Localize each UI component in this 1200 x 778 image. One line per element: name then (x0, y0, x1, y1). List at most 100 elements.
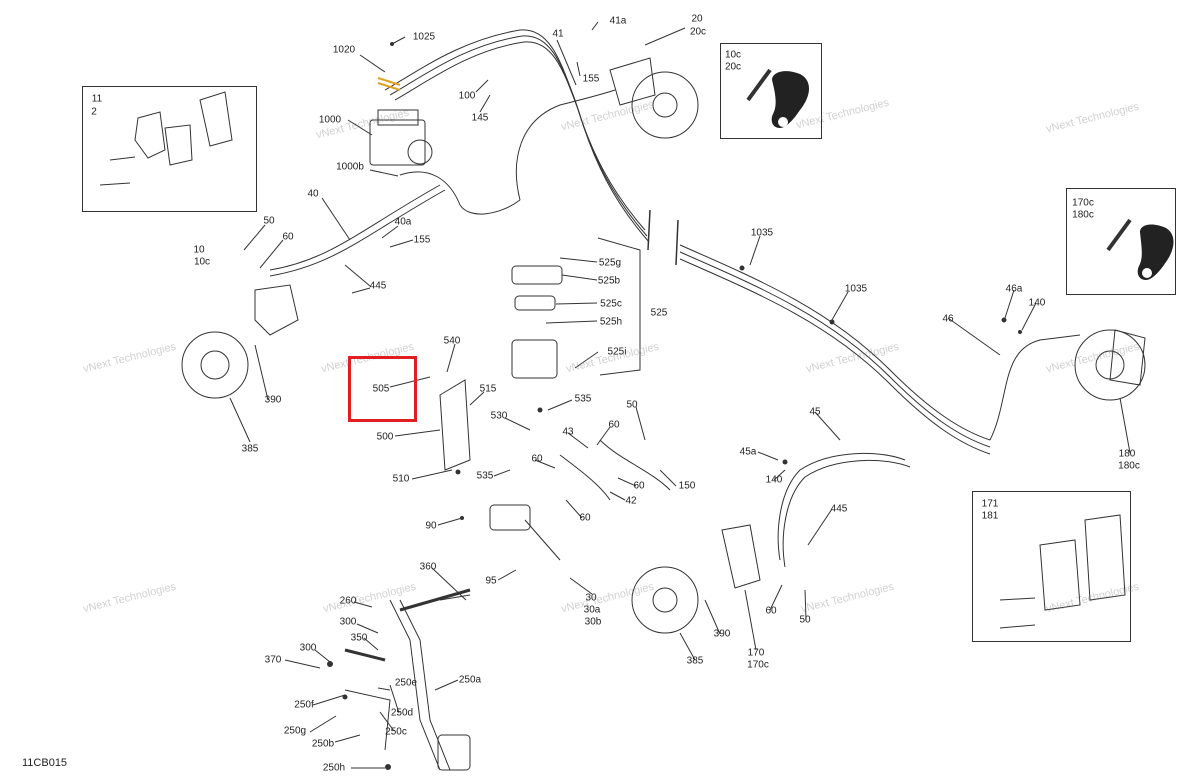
pedal-arm (389, 599, 441, 771)
inset-label: 2 (91, 106, 97, 118)
brake-line-rear (679, 244, 991, 441)
inset-pads-front (82, 86, 257, 212)
part-label: 60 (579, 512, 591, 524)
part-label: 155 (582, 73, 600, 85)
part-label: 250a (458, 674, 482, 686)
inset-label: 180c (1072, 209, 1094, 221)
part-label: 250d (390, 707, 414, 719)
part-label: 1025 (412, 31, 436, 43)
disc-top-right (631, 71, 699, 139)
part-label: 300 (299, 642, 317, 654)
part-label: 10c (193, 256, 211, 268)
part-label: 1000 (318, 114, 342, 126)
part-label: 525b (597, 275, 621, 287)
part-label: 42 (625, 495, 637, 507)
part-label: 60 (633, 480, 645, 492)
part-label: 445 (830, 503, 848, 515)
brake-line-40 (269, 184, 441, 271)
part-label: 30 (585, 592, 597, 604)
part-label: 10 (193, 244, 205, 256)
part-label: 530 (490, 410, 508, 422)
part-label: 45a (739, 446, 757, 458)
inset-bleeder-rear (1066, 188, 1176, 295)
part-label: 40 (307, 188, 319, 200)
part-label: 1000b (336, 161, 364, 173)
part-label: 46 (942, 313, 954, 325)
disc-385-left (181, 331, 249, 399)
inset-pads-rear (972, 491, 1131, 642)
hose-150 (599, 439, 671, 491)
part-label: 50 (799, 614, 811, 626)
part-label: 140 (1028, 297, 1046, 309)
part-label: 250b (311, 738, 335, 750)
part-label: 540 (443, 335, 461, 347)
part-label: 20c (689, 26, 707, 38)
part-label: 350 (350, 632, 368, 644)
part-label: 30b (584, 616, 602, 628)
inset-label: 181 (981, 510, 999, 522)
brake-line-45 (777, 453, 906, 561)
part-label: 525 (650, 307, 668, 319)
part-label: 1020 (332, 44, 356, 56)
inset-label: 170c (1072, 197, 1094, 209)
part-label: 43 (562, 426, 574, 438)
part-label: 505 (372, 383, 390, 395)
part-label: 250g (283, 725, 307, 737)
part-label: 535 (476, 470, 494, 482)
part-label: 515 (479, 383, 497, 395)
part-label: 510 (392, 473, 410, 485)
part-label: 150 (678, 480, 696, 492)
master-cylinder (489, 504, 531, 531)
caliper-170 (721, 524, 761, 589)
part-label: 360 (419, 561, 437, 573)
part-label: 180 (1118, 448, 1136, 460)
inset-label: 20c (724, 61, 742, 73)
part-label: 250f (294, 699, 314, 711)
part-label: 500 (376, 431, 394, 443)
part-label: 50 (626, 399, 638, 411)
part-label: 170 (747, 647, 765, 659)
brake-line-top (384, 29, 646, 231)
part-label: 41 (552, 28, 564, 40)
part-label: 140 (765, 474, 783, 486)
part-label: 90 (425, 520, 437, 532)
part-label: 385 (686, 655, 704, 667)
inset-bleeder-front (720, 43, 822, 139)
caliper-180 (1109, 329, 1146, 386)
inset-label: 11 (91, 93, 103, 105)
brake-line-46 (989, 334, 1081, 441)
diagram-code: 11CB015 (22, 757, 68, 769)
inset-label: 10c (724, 49, 742, 61)
part-label: 300 (339, 616, 357, 628)
part-label: 525i (607, 346, 627, 358)
part-label: 445 (369, 280, 387, 292)
part-label: 390 (264, 394, 282, 406)
part-label: 155 (413, 234, 431, 246)
part-label: 100 (458, 90, 476, 102)
part-label: 250e (394, 677, 418, 689)
part-label: 41a (609, 15, 627, 27)
part-label: 30a (583, 604, 601, 616)
pedal-pad (437, 734, 471, 771)
part-label: 535 (574, 393, 592, 405)
part-label: 525c (600, 298, 622, 310)
part-label: 95 (485, 575, 497, 587)
part-label: 45 (809, 406, 821, 418)
part-label: 40a (394, 216, 412, 228)
part-label: 46a (1005, 283, 1023, 295)
part-label: 525h (599, 316, 623, 328)
part-label: 1035 (750, 227, 774, 239)
part-label: 180c (1118, 460, 1140, 472)
part-label: 60 (765, 605, 777, 617)
part-label: 370 (264, 654, 282, 666)
part-label: 260 (339, 595, 357, 607)
part-label: 250h (322, 762, 346, 774)
caliper-20 (609, 57, 656, 106)
part-label: 50 (263, 215, 275, 227)
reservoir-525 (511, 339, 558, 379)
part-label: 145 (471, 112, 489, 124)
disc-rear-right (1074, 329, 1146, 401)
part-label: 60 (531, 453, 543, 465)
